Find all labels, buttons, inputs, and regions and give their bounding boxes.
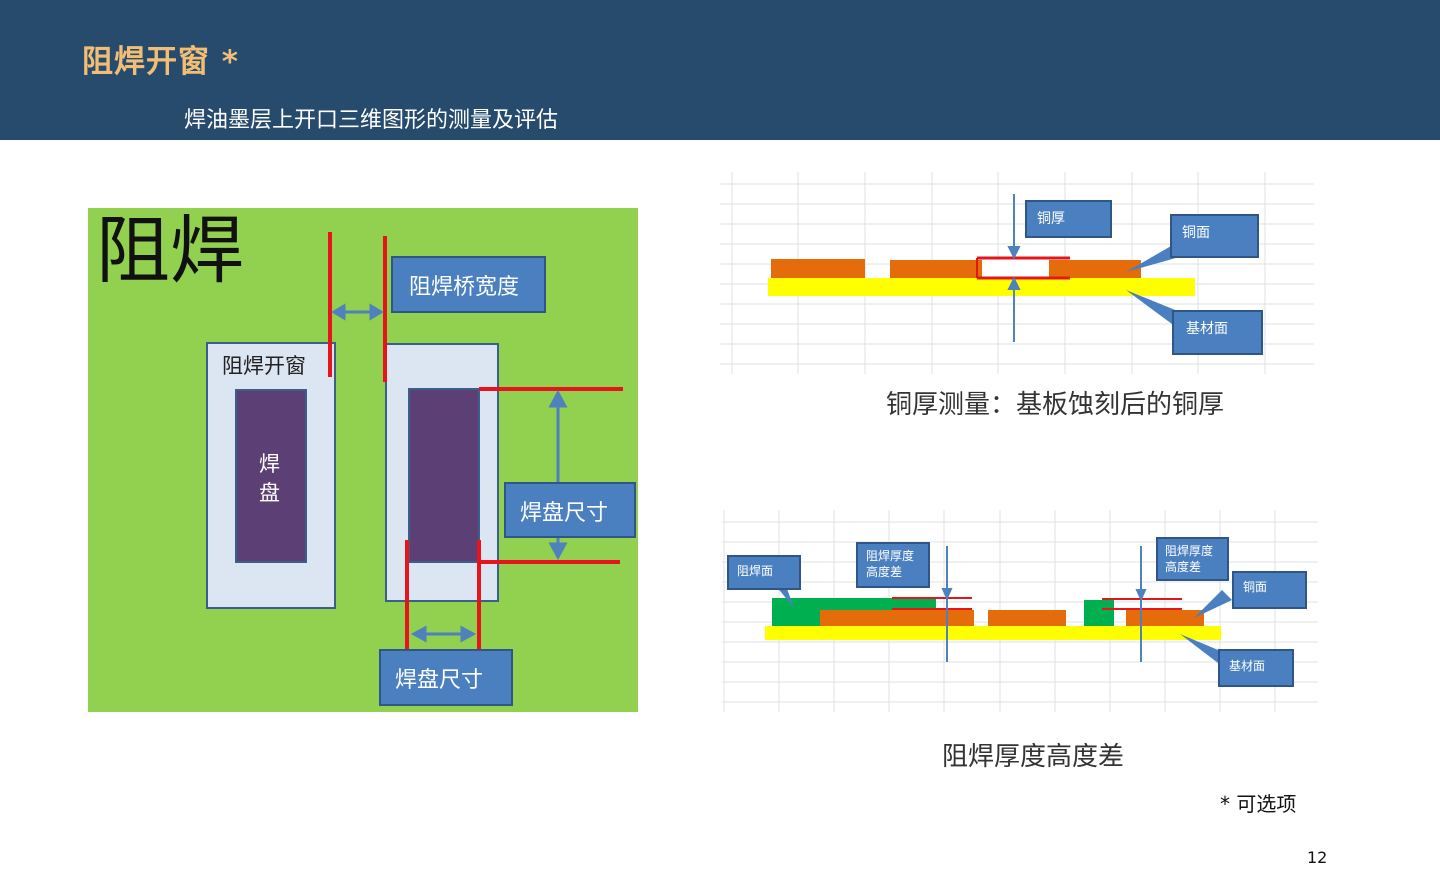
mask-diff-label-right: 阻焊厚度 高度差 xyxy=(1156,537,1229,581)
mask-copper-left xyxy=(820,610,974,626)
copper-pad-left xyxy=(771,259,865,278)
mask-left-arrow-head xyxy=(941,588,953,601)
page-number: 12 xyxy=(1307,848,1328,867)
pad-size-arrow-down-head xyxy=(548,542,568,561)
mask-copper-surface-label: 铜面 xyxy=(1232,571,1307,609)
mask-copper-right xyxy=(1126,610,1204,626)
mask-diff-left-line1: 阻焊厚度 xyxy=(866,549,915,563)
copper-pad-middle xyxy=(890,260,982,278)
copper-arrow-down-head xyxy=(1007,246,1021,260)
copper-gap xyxy=(982,260,1049,278)
pad-width-arrow-right-head xyxy=(460,625,477,643)
mask-thickness-diagram: 阻焊面 阻焊厚度 高度差 阻焊厚度 高度差 铜面 基材面 xyxy=(722,510,1318,712)
pad-label-line1: 焊 xyxy=(259,452,280,476)
copper-surface-label: 铜面 xyxy=(1170,214,1259,258)
mask-surface-callout-pointer xyxy=(776,586,794,608)
copper-pad-right xyxy=(1049,260,1141,278)
substrate-callout-pointer xyxy=(1126,290,1180,324)
substrate-layer xyxy=(768,278,1195,296)
solder-mask-diagram: 阻焊 阻焊开窗 焊 盘 阻焊桥宽度 焊盘尺寸 焊盘尺寸 xyxy=(88,208,638,712)
header-bar: 阻焊开窗 * 焊油墨层上开口三维图形的测量及评估 xyxy=(0,0,1440,140)
pad-size-label-bottom: 焊盘尺寸 xyxy=(379,649,513,706)
page-subtitle: 焊油墨层上开口三维图形的测量及评估 xyxy=(184,108,559,133)
mask-diff-label-left: 阻焊厚度 高度差 xyxy=(856,542,930,588)
page-title: 阻焊开窗 * xyxy=(82,44,240,80)
substrate-surface-label: 基材面 xyxy=(1172,310,1263,355)
bridge-width-label: 阻焊桥宽度 xyxy=(391,256,546,313)
mask-substrate-callout-pointer xyxy=(1180,634,1230,666)
copper-arrow-up-head xyxy=(1007,276,1021,290)
copper-thickness-caption: 铜厚测量：基板蚀刻后的铜厚 xyxy=(886,390,1225,420)
mask-right xyxy=(1084,600,1114,626)
bridge-arrow-right-head xyxy=(369,303,384,321)
pad-right xyxy=(408,388,480,563)
copper-thickness-diagram: 铜厚 铜面 基材面 xyxy=(720,172,1314,374)
solder-window-label: 阻焊开窗 xyxy=(222,354,306,378)
pad-size-arrow-up-head xyxy=(548,389,568,408)
pad-label-line2: 盘 xyxy=(259,481,280,505)
bridge-arrow-left-head xyxy=(331,303,346,321)
mask-copper-middle xyxy=(988,610,1066,626)
pad-left xyxy=(235,389,307,563)
pad-size-label-right: 焊盘尺寸 xyxy=(504,482,636,538)
left-diagram-markers xyxy=(328,232,623,649)
mask-substrate-surface-label: 基材面 xyxy=(1218,649,1294,687)
mask-diff-left-line2: 高度差 xyxy=(866,565,903,579)
mask-diff-right-line1: 阻焊厚度 xyxy=(1165,544,1214,558)
mask-copper-callout-pointer xyxy=(1194,590,1232,618)
mask-surface-label: 阻焊面 xyxy=(727,555,801,590)
pad-width-arrow-left-head xyxy=(410,625,427,643)
copper-thickness-label: 铜厚 xyxy=(1025,200,1112,238)
mask-diff-right-line2: 高度差 xyxy=(1165,560,1202,574)
mask-thickness-caption: 阻焊厚度高度差 xyxy=(942,742,1125,772)
mask-thickness-grid xyxy=(722,510,1318,712)
mask-substrate-layer xyxy=(765,626,1221,640)
mask-right-arrow-head xyxy=(1135,589,1147,602)
optional-note: * 可选项 xyxy=(1220,792,1297,816)
solder-mask-big-label: 阻焊 xyxy=(96,208,244,294)
